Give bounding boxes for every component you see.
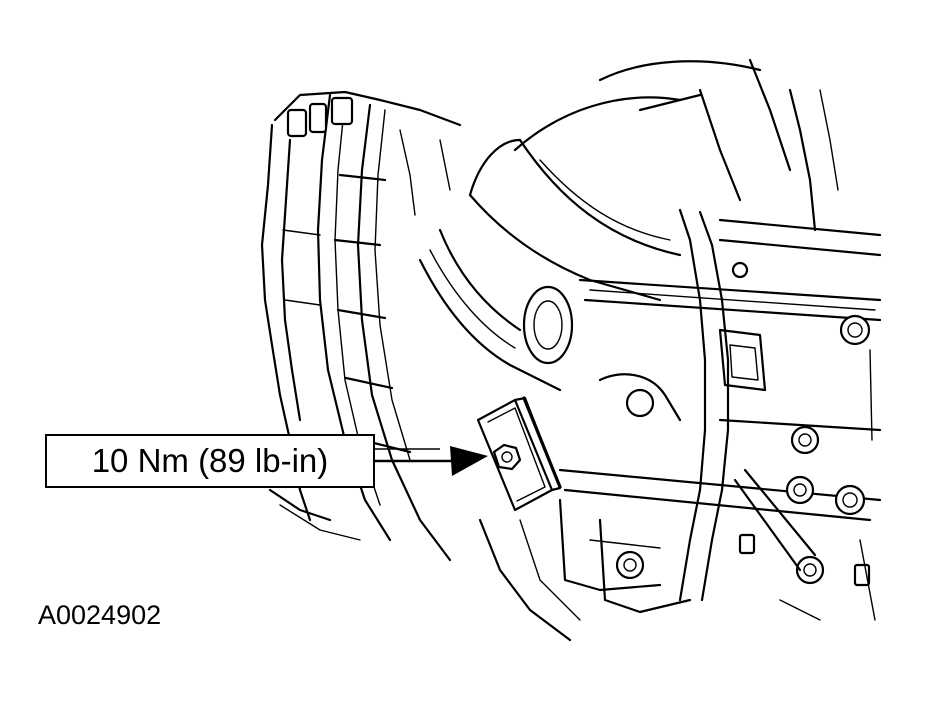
transmission-case — [260, 90, 462, 562]
callout-arrow — [375, 446, 488, 476]
exhaust-pipe — [418, 60, 762, 392]
torque-callout-label: 10 Nm (89 lb-in) — [45, 434, 375, 488]
figure-id: A0024902 — [38, 600, 162, 630]
crossmember — [558, 58, 882, 621]
bolt — [492, 443, 522, 471]
transmission-body — [478, 373, 692, 642]
